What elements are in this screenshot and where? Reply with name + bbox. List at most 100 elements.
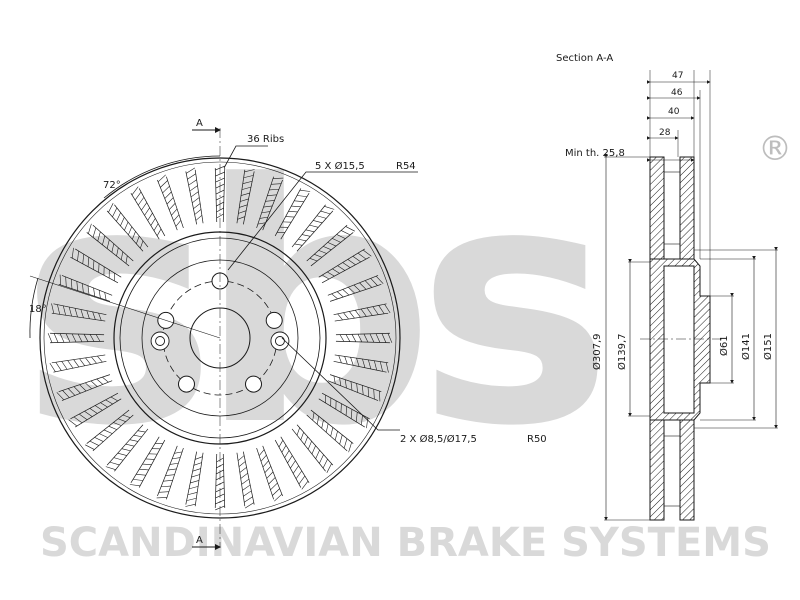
rib-edge — [166, 447, 184, 500]
cooling-rib — [105, 424, 149, 472]
rib-hatch — [71, 333, 77, 343]
bolt-holes-leader — [227, 171, 418, 271]
rib-hatch — [108, 425, 117, 430]
rib-hatch — [132, 231, 136, 240]
rib-hatch — [347, 259, 356, 266]
rib-edge — [51, 354, 106, 364]
rib-hatch — [136, 236, 140, 244]
rib-hatch — [239, 467, 247, 473]
rib-hatch — [71, 247, 74, 259]
rib-hatch — [139, 468, 149, 471]
rib-hatch — [281, 445, 287, 453]
rib-hatch — [99, 433, 108, 438]
rib-hatch — [295, 470, 302, 479]
watermark-footer: SCANDINAVIAN BRAKE SYSTEMS — [40, 520, 771, 566]
bolt-holes-label: 5 X Ø15,5 — [315, 160, 365, 172]
rib-hatch — [341, 230, 351, 236]
rib-edge — [296, 424, 334, 466]
rib-hatch — [351, 334, 357, 342]
rib-hatch — [288, 211, 298, 213]
rib-hatch — [243, 490, 252, 497]
rib-hatch — [215, 189, 225, 195]
cooling-rib — [56, 374, 113, 401]
rib-hatch — [265, 200, 275, 202]
rib-hatch — [65, 276, 67, 287]
rib-hatch — [301, 234, 311, 237]
rib-hatch — [299, 189, 311, 192]
rib-hatch — [216, 195, 225, 201]
section-view: Section A-A 47 46 40 28 — [556, 53, 778, 521]
rib-hatch — [67, 388, 76, 396]
rib-hatch — [106, 239, 110, 249]
cooling-rib — [333, 354, 389, 373]
rib-hatch — [118, 418, 126, 422]
rib-edge — [157, 179, 178, 231]
rib-hatch — [349, 311, 355, 319]
rib-hatch — [134, 191, 142, 201]
rib-edge — [51, 312, 106, 322]
rib-hatch — [62, 390, 70, 398]
cooling-rib — [236, 451, 255, 509]
rib-hatch — [350, 381, 353, 391]
rib-hatch — [68, 306, 72, 317]
rib-hatch — [318, 250, 327, 254]
rib-edge — [318, 248, 365, 278]
rib-hatch — [266, 471, 274, 479]
rib-hatch — [336, 291, 344, 298]
rib-hatch — [156, 228, 162, 236]
rib-hatch — [59, 274, 61, 285]
rib-hatch — [274, 493, 283, 502]
rib-hatch — [79, 358, 86, 366]
rib-hatch — [369, 333, 375, 343]
rib-hatch — [105, 466, 116, 470]
rib-hatch — [112, 207, 118, 217]
cooling-rib — [306, 409, 354, 453]
rib-hatch — [353, 284, 361, 292]
rib-edge — [329, 374, 382, 392]
rib-hatch — [301, 480, 309, 490]
rib-edge — [256, 447, 274, 500]
rib-hatch — [188, 179, 197, 186]
rib-hatch — [313, 220, 323, 224]
rib-hatch — [133, 434, 142, 438]
watermark-logo-text: sbs — [20, 114, 602, 498]
rib-hatch — [76, 281, 78, 291]
rib-hatch — [164, 191, 172, 199]
rib-hatch — [297, 195, 308, 197]
rib-hatch — [147, 212, 153, 221]
rib-edge — [194, 452, 204, 507]
rib-hatch — [82, 283, 84, 293]
rib-hatch — [269, 188, 279, 191]
rib-hatch — [102, 376, 109, 383]
rib-edge — [291, 428, 326, 472]
rib-hatch — [190, 191, 199, 198]
rib-edge — [274, 188, 302, 237]
rib-hatch — [193, 462, 202, 466]
rib-hatch — [327, 271, 335, 277]
rib-hatch — [344, 379, 347, 389]
rib-hatch — [338, 355, 342, 364]
rib-hatch — [168, 203, 176, 210]
dim-28: 28 — [659, 128, 671, 138]
rib-hatch — [120, 251, 124, 260]
rib-hatch — [379, 361, 383, 372]
rib-hatch — [348, 442, 352, 453]
small-holes-label: 2 X Ø8,5/Ø17,5 — [400, 433, 477, 445]
angle-ref-line-18 — [29, 275, 221, 339]
rib-hatch — [216, 213, 224, 219]
section-marker-top: A — [196, 118, 203, 129]
bolt-hole — [265, 311, 283, 329]
rib-hatch — [53, 333, 59, 343]
rib-hatch — [343, 438, 348, 449]
rib-hatch — [387, 333, 393, 343]
rotor-plate-outboard-top — [649, 156, 665, 260]
rib-edge — [291, 204, 326, 248]
dim-40: 40 — [668, 107, 680, 117]
rib-hatch — [348, 286, 355, 294]
rib-hatch — [138, 197, 145, 206]
cooling-rib — [51, 303, 107, 322]
rib-edge — [214, 168, 218, 223]
rib-edge — [327, 275, 379, 296]
rib-hatch — [367, 387, 370, 397]
small-holes-leader — [281, 337, 400, 431]
